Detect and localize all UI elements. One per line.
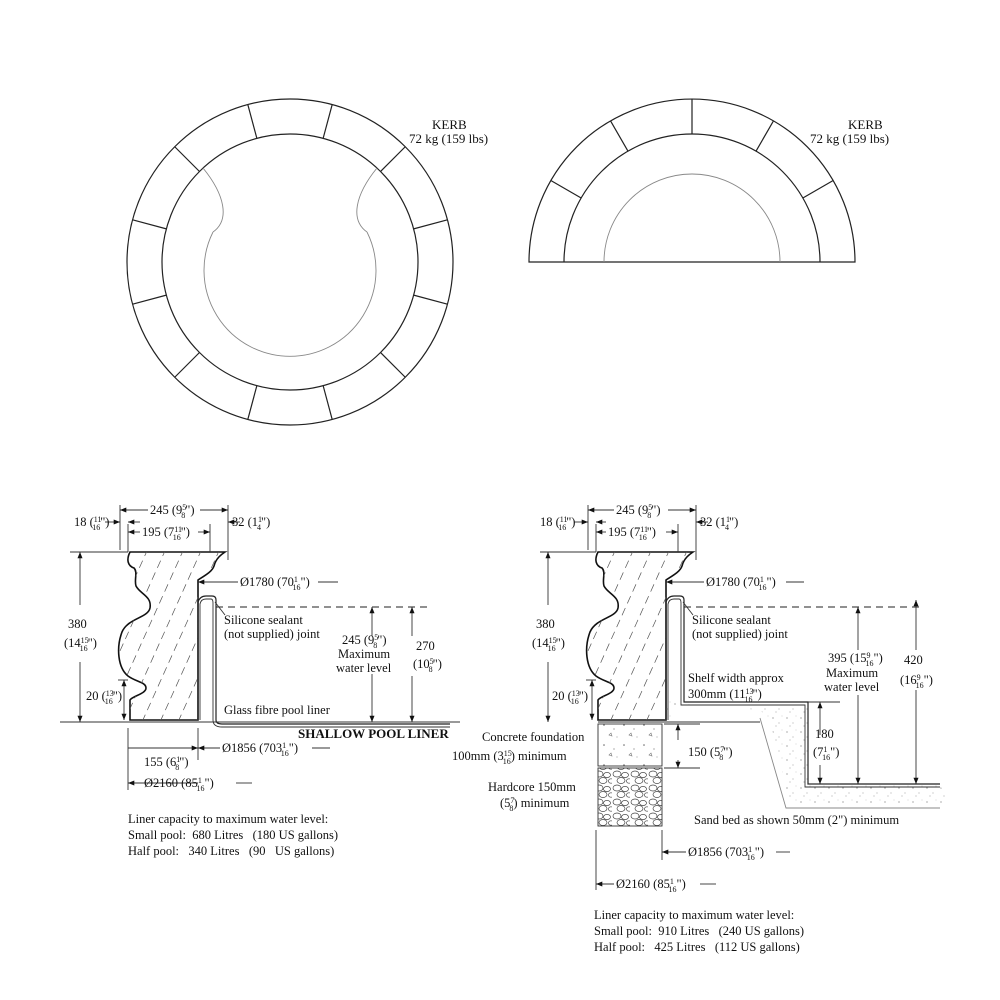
right-max-2: water level — [824, 680, 880, 694]
kerb-full-title: KERB — [432, 117, 467, 132]
shallow-pool-liner-label: SHALLOW POOL LINER — [298, 726, 449, 741]
right-capacity-half: Half pool: 425 Litres (112 US gallons) — [594, 940, 800, 954]
kerb-joint — [413, 294, 448, 305]
kerb-half-plan — [528, 98, 856, 263]
kerb-joint — [322, 104, 333, 139]
right-dim-180: 180 — [815, 727, 834, 741]
kerb-joint — [247, 385, 258, 420]
kerb-joint — [380, 146, 406, 172]
right-shelf-1: Shelf width approx — [688, 671, 785, 685]
left-dimensions — [70, 505, 415, 790]
kerb-joint — [413, 219, 448, 230]
right-sealant-1: Silicone sealant — [692, 613, 771, 627]
kerb-joint — [550, 179, 582, 199]
kerb-joint — [247, 104, 258, 139]
kerb-joint — [380, 352, 406, 378]
kerb-joint — [132, 294, 167, 305]
kerb-full-weight: 72 kg (159 lbs) — [409, 131, 488, 146]
left-sealant-1: Silicone sealant — [224, 613, 303, 627]
right-dimensions — [540, 505, 919, 890]
sand-bed-label: Sand bed as shown 50mm (2") minimum — [694, 813, 899, 827]
left-max-2: water level — [336, 661, 392, 675]
right-capacity-small: Small pool: 910 Litres (240 US gallons) — [594, 924, 804, 938]
left-liner-label: Glass fibre pool liner — [224, 703, 331, 717]
kerb-joint — [174, 352, 200, 378]
kerb-joint — [132, 219, 167, 230]
left-capacity-small: Small pool: 680 Litres (180 US gallons) — [128, 828, 338, 842]
concrete-label-1: Concrete foundation — [482, 730, 585, 744]
left-dim-380: 380 — [68, 617, 87, 631]
left-sealant-2: (not supplied) joint — [224, 627, 320, 641]
right-max-1: Maximum — [826, 666, 878, 680]
kerb-full-plan — [126, 98, 454, 426]
kerb-joint — [322, 385, 333, 420]
kerb-half-title: KERB — [848, 117, 883, 132]
section-hatch — [0, 550, 57, 722]
kerb-joint — [755, 120, 775, 152]
right-sealant-2: (not supplied) joint — [692, 627, 788, 641]
right-dim-380: 380 — [536, 617, 555, 631]
hardcore-label-1: Hardcore 150mm — [488, 780, 576, 794]
kerb-joint — [802, 179, 834, 199]
kerb-joint-lines — [132, 104, 448, 420]
kerb-joint — [609, 120, 629, 152]
left-max-1: Maximum — [338, 647, 390, 661]
right-dim-420: 420 — [904, 653, 923, 667]
kerb-joint-lines-half — [550, 99, 834, 199]
left-dim-270: 270 — [416, 639, 435, 653]
section-hatch — [448, 550, 525, 722]
kerb-joint — [174, 146, 200, 172]
kerb-half-weight: 72 kg (159 lbs) — [810, 131, 889, 146]
section-hatch — [586, 552, 634, 720]
left-capacity-title: Liner capacity to maximum water level: — [128, 812, 328, 826]
left-capacity-half: Half pool: 340 Litres (90 US gallons) — [128, 844, 334, 858]
right-capacity-title: Liner capacity to maximum water level: — [594, 908, 794, 922]
right-cross-section — [448, 550, 945, 827]
section-hatch — [118, 552, 166, 720]
